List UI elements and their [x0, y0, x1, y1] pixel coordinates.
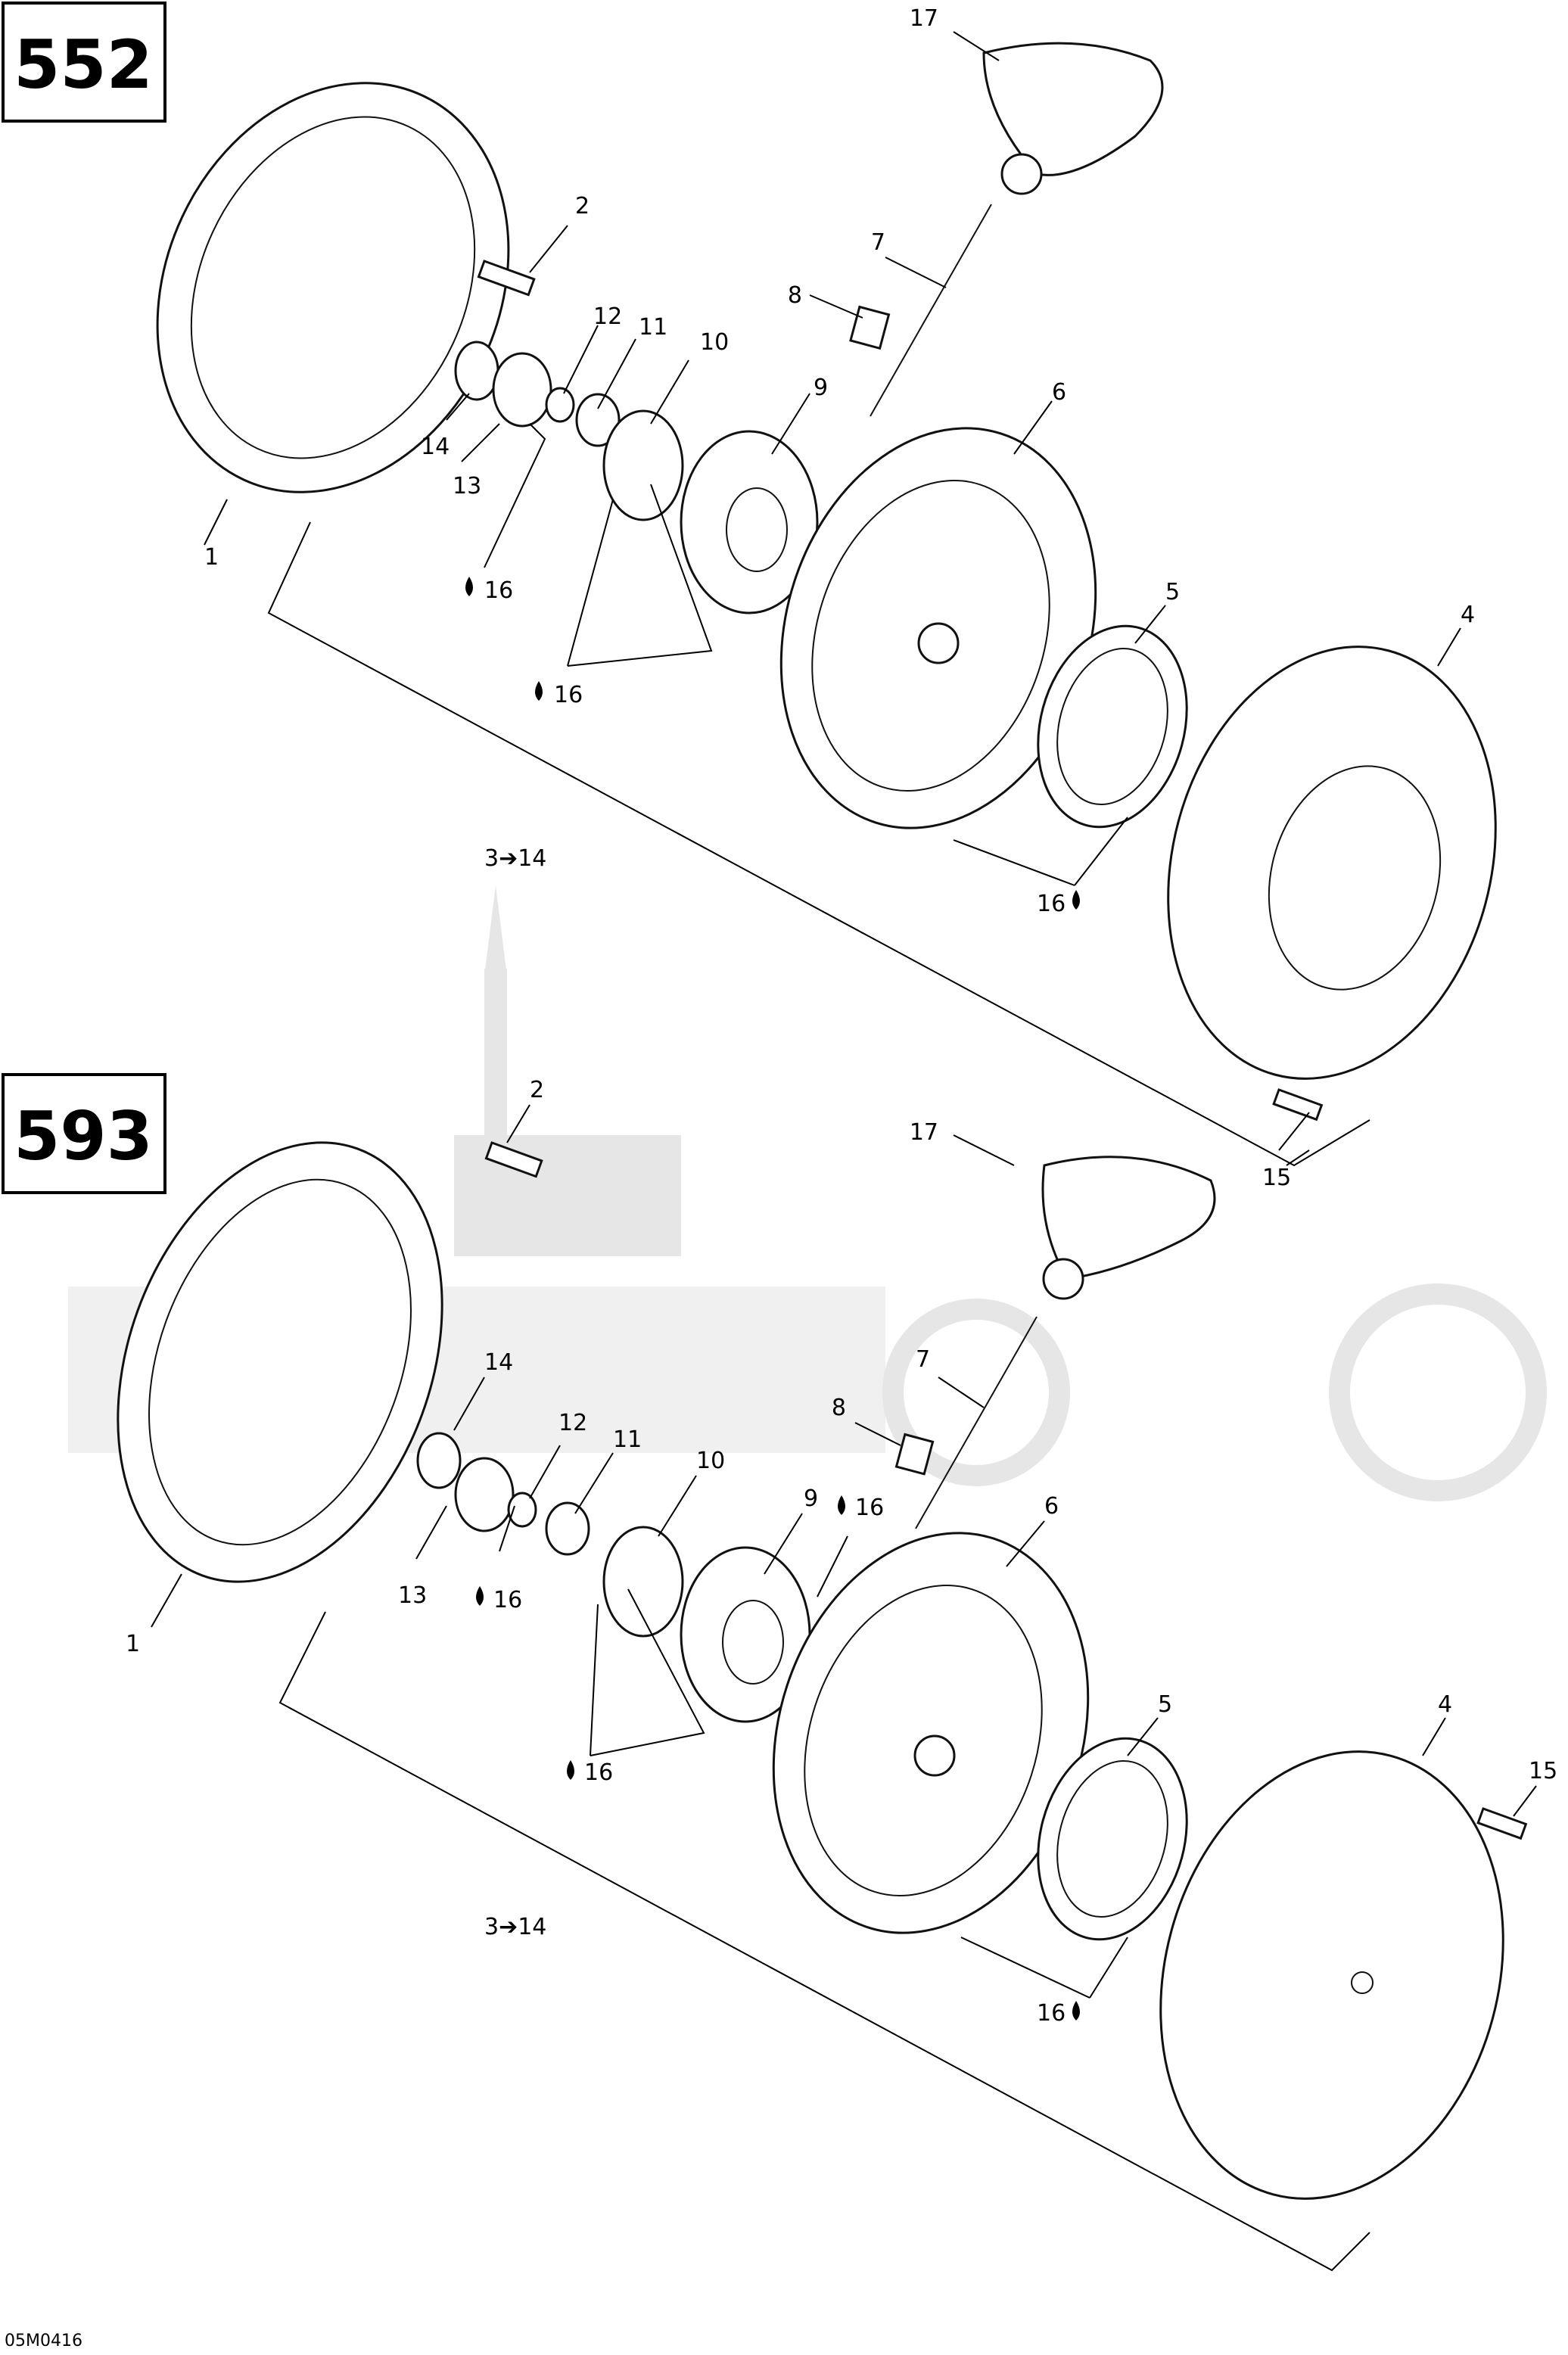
callout-5: 5	[1165, 579, 1180, 605]
callout-16b: 16	[554, 682, 583, 708]
drop-icon	[535, 681, 543, 701]
part-10-spring-disc	[602, 1526, 684, 1638]
callout-16e: 16	[493, 1587, 522, 1613]
part-14-washer	[416, 1432, 462, 1489]
drop-icons-552	[465, 577, 1080, 910]
callout-9: 9	[814, 375, 828, 401]
model-box-593: 593	[2, 1073, 166, 1194]
part-12-ring	[507, 1492, 537, 1528]
callout-5: 5	[1158, 1691, 1172, 1718]
part-6-pulley	[772, 1532, 1090, 1934]
part-1-housing	[117, 1141, 443, 1583]
part-15-bolt	[1476, 1807, 1528, 1840]
callout-7: 7	[916, 1346, 930, 1373]
part-8-clip	[849, 305, 891, 350]
callout-16d: 16	[855, 1495, 884, 1521]
callout-15: 15	[1529, 1758, 1557, 1784]
model-number-593: 593	[14, 1097, 153, 1175]
part-6-pulley	[779, 427, 1097, 829]
callout-1: 1	[126, 1631, 140, 1657]
callout-1: 1	[204, 544, 219, 571]
part-13-plate	[454, 1457, 515, 1532]
callout-9: 9	[804, 1485, 818, 1512]
callout-11: 11	[639, 314, 667, 341]
part-8-clip	[894, 1433, 935, 1476]
callout-4: 4	[1438, 1691, 1452, 1718]
part-17-handle	[982, 42, 1164, 195]
callout-7: 7	[871, 229, 885, 256]
part-7-rope	[915, 1316, 1038, 1529]
part-13-plate	[492, 352, 552, 428]
callout-8: 8	[832, 1395, 846, 1421]
drop-icon	[1072, 2001, 1080, 2021]
callout-14: 14	[484, 1349, 513, 1376]
callout-16g: 16	[1037, 2000, 1066, 2027]
section-552	[156, 42, 1497, 1122]
callout-13: 13	[398, 1582, 427, 1609]
part-12-ring	[545, 387, 575, 423]
callout-12: 12	[558, 1410, 587, 1436]
part-5-spring	[1037, 624, 1188, 829]
drop-icon	[476, 1586, 484, 1606]
model-box-552: 552	[2, 2, 166, 123]
part-2-bolt	[477, 260, 536, 297]
callout-11: 11	[613, 1426, 642, 1453]
reference-code: 05M0416	[5, 2332, 82, 2350]
part-15-bolt	[1272, 1088, 1324, 1122]
callout-6: 6	[1044, 1493, 1059, 1520]
drop-icons-593	[476, 1495, 1080, 2021]
section-593	[117, 1141, 1528, 2200]
callout-17: 17	[910, 1119, 938, 1146]
callout-16c: 16	[1037, 891, 1066, 917]
callouts-552: 17 2 7 8 12 11 10 9 6 14 13 1 16 5 4 16 …	[204, 5, 1475, 1191]
callout-4: 4	[1461, 602, 1475, 628]
drop-icon	[465, 577, 473, 596]
callout-8: 8	[788, 282, 802, 309]
part-5-spring	[1037, 1737, 1188, 1941]
leader-lines	[151, 31, 1537, 2272]
part-9-cam	[680, 430, 819, 614]
callout-10: 10	[700, 329, 729, 356]
part-4-cover	[1167, 646, 1497, 1080]
callout-10: 10	[696, 1448, 725, 1474]
callout-2: 2	[530, 1077, 544, 1103]
callout-13: 13	[453, 473, 481, 499]
part-10-spring-disc	[602, 409, 684, 521]
model-number-552: 552	[14, 26, 153, 104]
callout-15: 15	[1262, 1165, 1291, 1191]
part-2-bolt	[484, 1141, 543, 1178]
callout-2: 2	[575, 193, 590, 219]
part-14-washer	[454, 341, 499, 401]
callouts-593: 2 17 14 7 8 12 11 10 9 16 6 13 16 1 5 4 …	[126, 1077, 1557, 2027]
drop-icon	[1072, 890, 1080, 910]
callout-14: 14	[421, 434, 450, 460]
part-7-rope	[870, 204, 992, 417]
drop-icon	[567, 1760, 574, 1780]
callout-17: 17	[910, 5, 938, 32]
callout-6: 6	[1052, 379, 1066, 406]
part-4-cover	[1159, 1750, 1504, 2200]
callout-3-14: 3➔14	[484, 1914, 546, 1940]
drop-icon	[838, 1495, 845, 1515]
callout-16f: 16	[584, 1759, 613, 1786]
callout-12: 12	[593, 303, 622, 330]
part-1-housing	[156, 82, 510, 493]
callout-16a: 16	[484, 577, 513, 604]
callout-3-14: 3➔14	[484, 845, 546, 872]
part-11-bushing	[575, 393, 621, 447]
part-11-bushing	[545, 1501, 590, 1556]
part-17-handle	[1041, 1156, 1216, 1300]
